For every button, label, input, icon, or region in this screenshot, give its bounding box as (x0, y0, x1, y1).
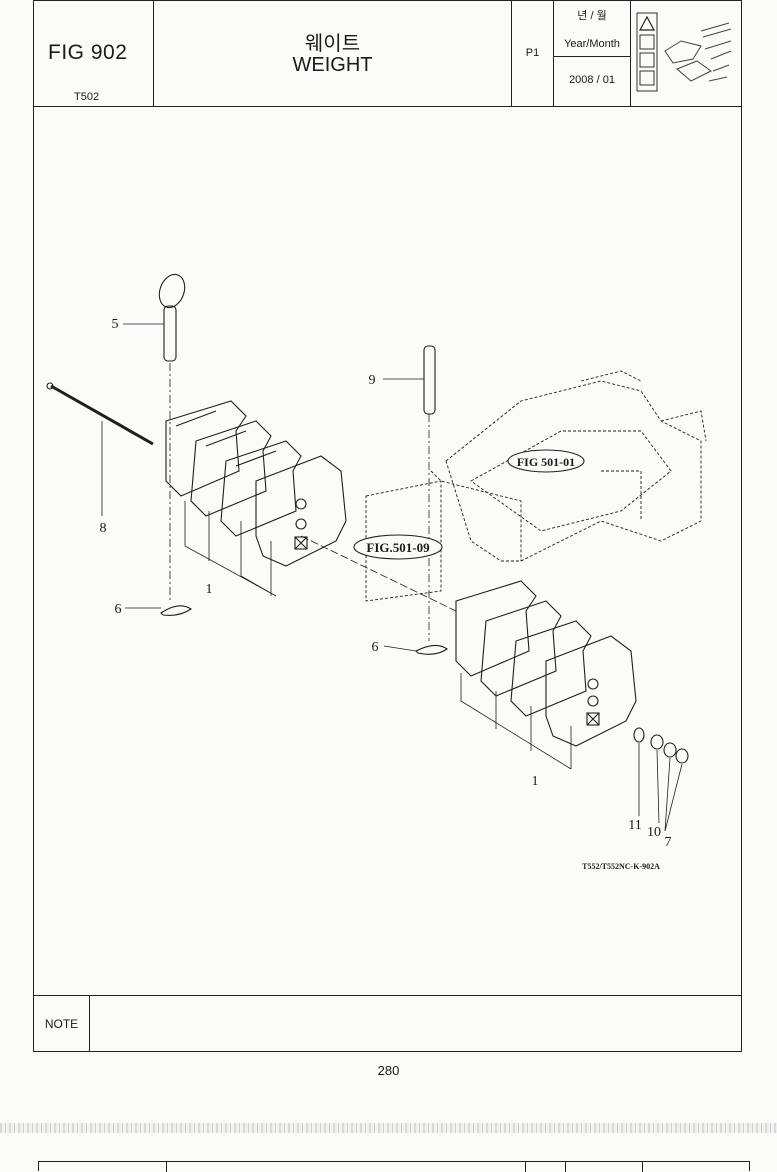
scan-artifact (0, 1123, 777, 1133)
tractor-frame-outline (365, 370, 707, 602)
model-code: T502 (74, 91, 100, 103)
next-page-header-edge (38, 1161, 750, 1172)
ref-fig-b-oval (353, 534, 443, 560)
date-cell: 년 / 월 Year/Month 2008 / 01 (554, 1, 631, 106)
callout-6-left: 6 (115, 602, 122, 617)
callout-10: 10 (647, 825, 661, 840)
drawing-code: T552/T552NC-K-902A (582, 862, 660, 871)
page-number: 280 (377, 1063, 400, 1078)
title-cell: 웨이트 WEIGHT (154, 1, 512, 106)
ref-fig-b: FIG.501-09 (366, 540, 430, 555)
r-clip-left (160, 605, 192, 616)
callout-6-right: 6 (372, 640, 379, 655)
title-english: WEIGHT (292, 54, 373, 76)
ref-fig-a: FIG 501-01 (517, 455, 575, 469)
callout-1-left: 1 (206, 582, 213, 597)
lynch-pin-5 (158, 273, 186, 601)
right-weight-stack (455, 580, 637, 747)
ref-fig-a-oval (507, 449, 585, 473)
year-month-label: Year/Month (564, 38, 620, 50)
nut-7b (675, 748, 689, 764)
callout-1-right: 1 (532, 774, 539, 789)
r-clip-right (415, 644, 448, 655)
page-code: P1 (525, 47, 540, 59)
figure-number: FIG 902 (48, 41, 128, 64)
pin-9 (423, 345, 436, 641)
nut-7a (663, 742, 677, 758)
warning-thumbnail-icon (636, 12, 732, 92)
thumbnail-cell (631, 1, 740, 106)
callout-11: 11 (628, 818, 641, 833)
note-row: NOTE (34, 995, 741, 1051)
callout-9: 9 (369, 373, 376, 388)
page-code-cell: P1 (512, 1, 554, 106)
year-month-value: 2008 / 01 (569, 74, 615, 86)
title-korean: 웨이트 (304, 33, 361, 55)
parts-diagram: FIG 501-01 FIG.501-09 5 9 8 6 6 1 1 11 1… (46, 273, 707, 871)
washer-11 (633, 727, 645, 743)
figure-cell: FIG 902 T502 (34, 1, 154, 106)
washer-10 (650, 734, 664, 750)
callout-5: 5 (112, 317, 119, 332)
year-month-korean: 년 / 월 (577, 10, 607, 22)
title-block: FIG 902 T502 웨이트 WEIGHT P1 년 / 월 Year/Mo… (34, 1, 741, 107)
left-weight-stack (165, 400, 347, 567)
page-frame: FIG 902 T502 웨이트 WEIGHT P1 년 / 월 Year/Mo… (33, 0, 742, 1052)
callout-7: 7 (665, 835, 672, 850)
tie-bolt-8 (46, 382, 154, 446)
note-label: NOTE (34, 996, 90, 1051)
callout-8: 8 (100, 521, 107, 536)
